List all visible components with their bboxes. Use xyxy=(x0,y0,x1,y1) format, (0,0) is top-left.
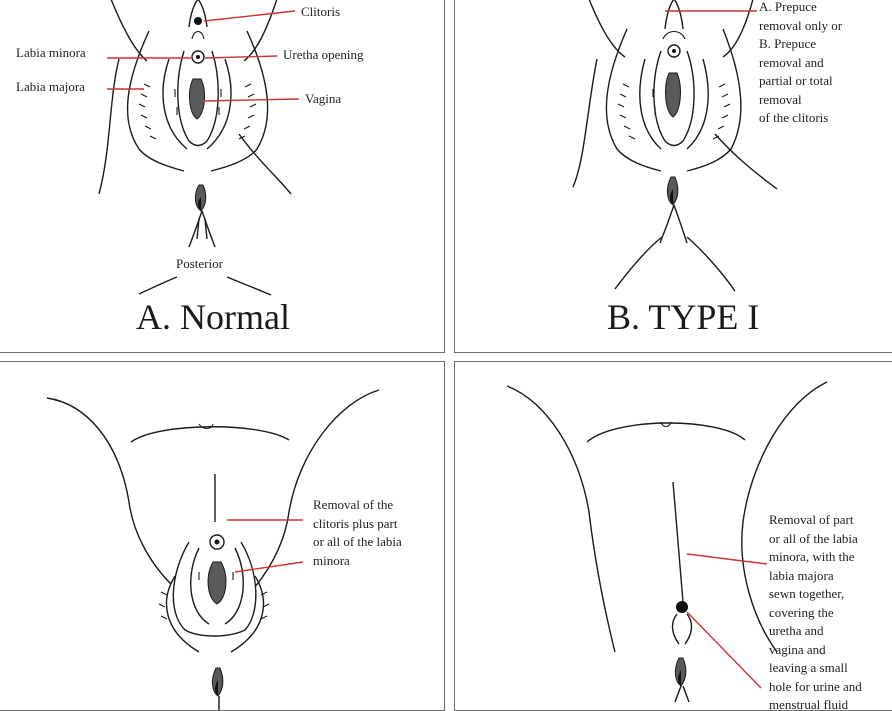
label-vagina: Vagina xyxy=(305,91,342,106)
type-1-line-7: of the clitoris xyxy=(759,110,829,125)
label-labia-majora: Labia majora xyxy=(16,79,85,94)
normal-anatomy-drawing xyxy=(98,0,300,296)
type-3-description: Removal of part or all of the labia mino… xyxy=(769,511,862,711)
type-1-line-4: removal and xyxy=(759,54,824,70)
type-3-line-11: menstrual fluid xyxy=(769,697,849,711)
type-1-description: A. Prepuce removal only or B. Prepuce re… xyxy=(759,0,842,128)
panel-type-1: A. Prepuce removal only or B. Prepuce re… xyxy=(454,0,892,353)
type-3-line-1: Removal of part xyxy=(769,512,854,527)
type-1-anatomy-drawing xyxy=(572,0,778,292)
type-2-description: Removal of the clitoris plus part or all… xyxy=(313,496,402,570)
type-3-line-10: hole for urine and xyxy=(769,678,862,694)
type-2-line-4: minora xyxy=(313,552,350,568)
type-1-line-5: partial or total xyxy=(759,73,833,88)
type-2-line-2: clitoris plus part xyxy=(313,515,398,531)
type-3-line-8: vagina and xyxy=(769,641,826,657)
label-clitoris: Clitoris xyxy=(301,4,341,19)
type-2-line-3: or all of the labia xyxy=(313,534,402,549)
type-3-line-6: covering the xyxy=(769,604,834,620)
panel-title-normal: A. Normal xyxy=(136,297,290,337)
type-1-line-2: removal only or xyxy=(759,17,843,33)
type-1-line-3: B. Prepuce xyxy=(759,36,817,51)
type-3-line-2: or all of the labia xyxy=(769,530,858,546)
label-posterior: Posterior xyxy=(176,256,223,271)
type-3-line-5: sewn together, xyxy=(769,586,845,601)
type-3-anatomy-drawing xyxy=(506,381,828,703)
type-1-line-1: A. Prepuce xyxy=(759,0,817,14)
type-3-line-3: minora, with the xyxy=(769,549,855,564)
type-3-line-9: leaving a small xyxy=(769,660,848,675)
panel-type-2: Removal of the clitoris plus part or all… xyxy=(0,361,445,711)
type-1-line-6: removal xyxy=(759,91,802,107)
type-3-line-4: labia majora xyxy=(769,567,834,583)
panel-type-3: Removal of part or all of the labia mino… xyxy=(454,361,892,711)
label-labia-minora: Labia minora xyxy=(16,45,86,60)
type-2-anatomy-drawing xyxy=(46,389,380,710)
type-2-line-1: Removal of the xyxy=(313,497,394,512)
label-uretha-opening: Uretha opening xyxy=(283,47,364,62)
panel-title-type-1: B. TYPE I xyxy=(607,297,760,337)
type-3-line-7: uretha and xyxy=(769,623,824,638)
panel-normal: Clitoris Labia minora Uretha opening Lab… xyxy=(0,0,445,353)
